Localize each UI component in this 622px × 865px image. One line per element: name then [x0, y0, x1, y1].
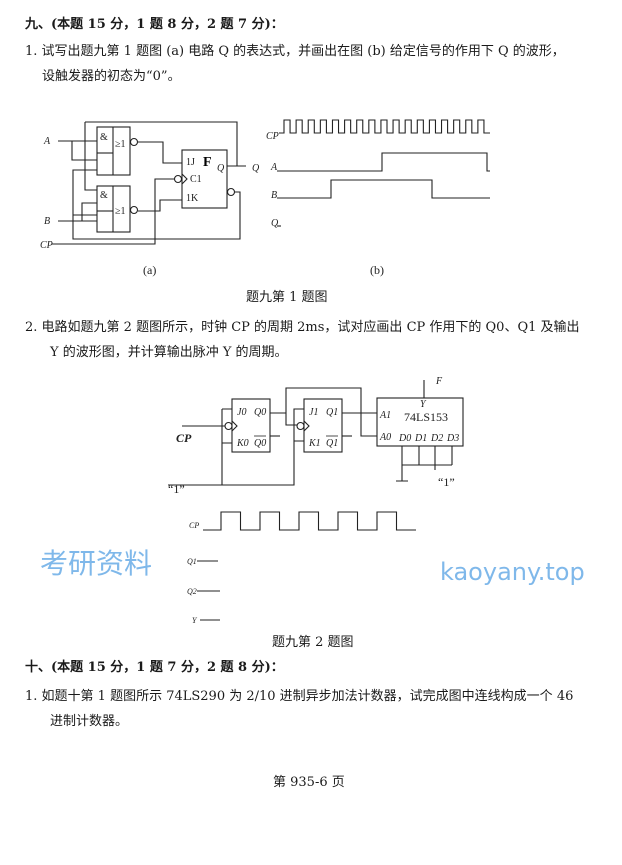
mux-y-label: Y [420, 399, 427, 410]
wave2-q2-label: Q2 [187, 587, 197, 596]
ff-c-label: C1 [190, 174, 202, 185]
d0-label: D0 [398, 433, 411, 444]
and2-symbol: & [100, 190, 108, 201]
wave-b-label: B [271, 190, 277, 201]
wave-q-label: Q [271, 218, 279, 229]
input-a-label: A [43, 136, 51, 147]
q0-label: Q0 [254, 407, 266, 418]
wave2-q1-label: Q1 [187, 557, 197, 566]
gate2-inverter-bubble [129, 205, 139, 215]
and1-symbol: & [100, 132, 108, 143]
watermark-cn: 考研资料 [40, 547, 153, 580]
q9-2-text-line2: Y 的波形图，并计算输出脉冲 Y 的周期。 [50, 345, 288, 360]
j1-label: J1 [309, 407, 318, 418]
q9-1-text-line1: 1. 试写出题九第 1 题图 (a) 电路 Q 的表达式，并画出在图 (b) 给… [25, 44, 565, 59]
q10-1-text-line2: 进制计数器。 [50, 714, 129, 729]
wave2-y-label: Y [192, 616, 198, 625]
fig1-waveforms: CP A B Q [266, 119, 490, 229]
ff-j-label: 1J [186, 157, 195, 168]
k0-label: K0 [236, 438, 249, 449]
fig1-circuit: & ≥1 & ≥1 1J F Q C1 1K A B CP Q [40, 121, 260, 251]
wave-cp-label: CP [266, 131, 279, 142]
a0-label: A0 [379, 432, 391, 443]
d1-label: D1 [414, 433, 427, 444]
cp-input-label: CP [176, 431, 192, 445]
fig2-caption: 题九第 2 题图 [272, 635, 354, 650]
mux-name: 74LS153 [404, 410, 448, 424]
page-footer: 第 935-6 页 [273, 775, 345, 790]
q1-label: Q1 [326, 407, 338, 418]
d2-label: D2 [430, 433, 443, 444]
q9-2-text-line1: 2. 电路如题九第 2 题图所示，时钟 CP 的周期 2ms，试对应画出 CP … [25, 320, 580, 335]
gate1-inverter-bubble [129, 137, 139, 147]
q9-1-text-line2: 设触发器的初态为“0”。 [42, 69, 181, 84]
f-label: F [435, 376, 443, 387]
j0-label: J0 [237, 407, 246, 418]
output-q-label: Q [252, 163, 260, 174]
wave-a-label: A [270, 162, 278, 173]
q10-1-text-line1: 1. 如题十第 1 题图所示 74LS290 为 2/10 进制异步加法计数器，… [25, 689, 574, 704]
mux-74ls153-box [376, 397, 464, 447]
a-waveform [277, 152, 490, 172]
q1bar-label: Q1 [326, 438, 338, 449]
ff-q-label: Q [217, 163, 225, 174]
fig1b-label: (b) [370, 263, 384, 277]
ff-k-label: 1K [186, 193, 199, 204]
section10-heading: 十、(本题 15 分，1 题 7 分，2 题 8 分)： [25, 660, 284, 675]
fig1-caption: 题九第 1 题图 [246, 290, 328, 305]
fig2-circuit: J0 Q0 K0 Q0 J1 Q1 K1 Q1 Y F 74LS153 A1 A… [168, 376, 464, 496]
logic-one-left: “1” [168, 482, 185, 496]
q0bar-label: Q0 [254, 438, 266, 449]
wave2-cp-label: CP [189, 521, 199, 530]
fig1a-label: (a) [143, 263, 156, 277]
section9-heading: 九、(本题 15 分，1 题 8 分，2 题 7 分)： [25, 17, 284, 32]
cp2-waveform [203, 511, 416, 531]
fig2-waveforms: CP Q1 Q2 Y [187, 511, 416, 625]
watermark-url: kaoyany.top [440, 558, 585, 586]
d3-label: D3 [446, 433, 459, 444]
input-cp-label: CP [40, 240, 53, 251]
logic-one-right: “1” [438, 475, 455, 489]
b-waveform [277, 179, 490, 199]
or2-symbol: ≥1 [115, 206, 126, 217]
k1-label: K1 [308, 438, 321, 449]
or1-symbol: ≥1 [115, 139, 126, 150]
a1-label: A1 [379, 410, 391, 421]
input-b-label: B [44, 216, 50, 227]
ff-name: F [203, 155, 212, 170]
cp-waveform [279, 119, 490, 134]
